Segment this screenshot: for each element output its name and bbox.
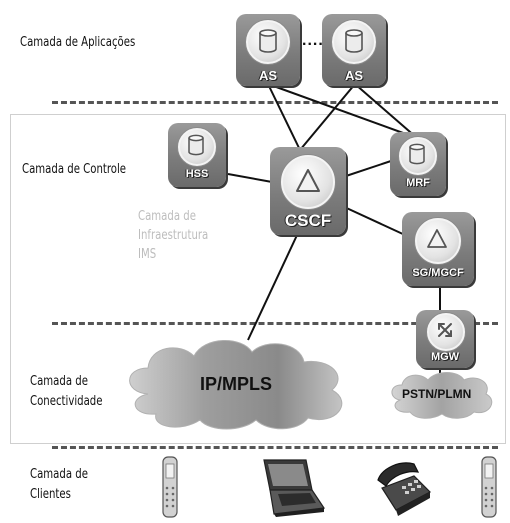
- ims-infrastructure-line-2: Infraestrutura: [138, 228, 209, 243]
- link-as1-cscf: [267, 83, 301, 151]
- ims-infrastructure-label: Camada de Infraestrutura IMS: [138, 207, 208, 264]
- separator-control-connectivity: [52, 322, 498, 325]
- ims-infrastructure-line-1: Camada de: [138, 209, 196, 224]
- hss-node[interactable]: HSS: [168, 123, 226, 187]
- pstn-plmn-label: PSTN/PLMN: [402, 387, 472, 401]
- layer-label-connectivity: Camada de Conectividade: [30, 372, 102, 412]
- cscf-node[interactable]: CSCF: [270, 147, 346, 235]
- hss-label: HSS: [185, 168, 209, 180]
- sg-mgcf-label: SG/MGCF: [412, 267, 464, 279]
- triangle-icon: [427, 229, 447, 248]
- as-server-node-1[interactable]: AS: [236, 14, 300, 86]
- layer-label-connectivity-line-2: Conectividade: [30, 394, 103, 409]
- link-as2-cscf: [299, 83, 356, 151]
- as-server-1-disc: [246, 20, 290, 64]
- layer-label-clients-line-2: Clientes: [30, 487, 71, 502]
- link-cscf-mrf: [339, 159, 395, 179]
- ip-mpls-label: IP/MPLS: [200, 374, 273, 394]
- pstn-plmn-cloud[interactable]: PSTN/PLMN: [386, 368, 496, 420]
- layer-label-clients: Camada de Clientes: [30, 465, 88, 505]
- laptop-icon[interactable]: [254, 456, 326, 518]
- triangle-icon: [296, 169, 320, 192]
- mobile-phone-icon[interactable]: [160, 456, 180, 518]
- link-as2-mrf: [354, 83, 418, 139]
- separator-connectivity-clients: [52, 446, 498, 449]
- database-icon: [188, 134, 204, 156]
- desk-phone-icon[interactable]: [374, 458, 436, 516]
- ip-mpls-cloud[interactable]: IP/MPLS: [118, 332, 358, 432]
- layer-label-applications: Camada de Aplicações: [20, 35, 136, 50]
- link-cscf-sgmgcf: [339, 204, 406, 236]
- database-icon: [345, 29, 363, 53]
- cscf-label: CSCF: [284, 211, 332, 230]
- link-as1-mrf: [267, 83, 418, 139]
- database-icon: [259, 29, 277, 53]
- mgw-disc: [427, 313, 465, 351]
- layer-label-control: Camada de Controle: [22, 162, 127, 177]
- mgw-label: MGW: [430, 351, 460, 363]
- layer-label-connectivity-line-1: Camada de: [30, 374, 88, 389]
- database-icon: [409, 143, 425, 165]
- pstn-plmn-cloud-shape: [391, 372, 493, 419]
- mobile-phone-icon[interactable]: [480, 456, 498, 518]
- as-server-1-label: AS: [258, 68, 278, 83]
- as-server-2-label: AS: [344, 68, 364, 83]
- sg-mgcf-node[interactable]: SG/MGCF: [402, 212, 474, 286]
- as-server-node-2[interactable]: AS: [322, 14, 386, 86]
- mgw-node[interactable]: MGW: [416, 310, 474, 368]
- ims-region-box: [10, 114, 506, 444]
- ims-infrastructure-line-3: IMS: [138, 247, 157, 262]
- link-hss-cscf: [227, 173, 273, 183]
- mrf-node[interactable]: MRF: [390, 132, 446, 196]
- layer-label-clients-line-1: Camada de: [30, 467, 88, 482]
- separator-applications-control: [52, 101, 498, 104]
- link-cscf-ipmpls: [247, 232, 299, 341]
- as-ellipsis: .....: [302, 32, 330, 49]
- mrf-label: MRF: [406, 177, 430, 189]
- ip-mpls-cloud-shape: [129, 339, 343, 430]
- crossed-arrows-icon: [438, 323, 452, 337]
